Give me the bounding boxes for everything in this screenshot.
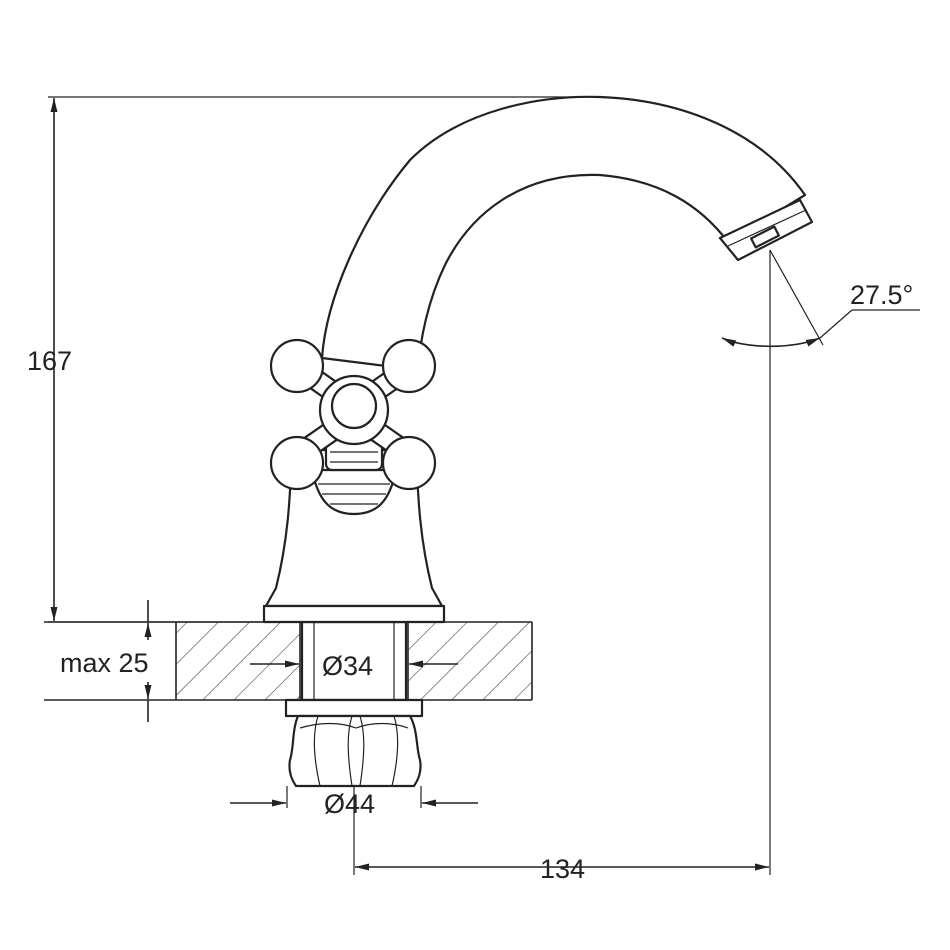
nut-diameter-dimension: Ø44 [230, 786, 478, 819]
mounting-nut [284, 698, 424, 788]
deck-thickness-label: max 25 [60, 648, 149, 678]
faucet-body [262, 95, 814, 624]
spout-angle-dimension: 27.5° [721, 249, 920, 348]
height-dimension: 167 [27, 96, 600, 623]
nut-diameter-label: Ø44 [324, 789, 375, 819]
mounting-shank [300, 620, 408, 702]
reach-label: 134 [540, 854, 585, 884]
deck-thickness-dimension: max 25 [60, 600, 152, 722]
spout-angle-label: 27.5° [850, 280, 913, 310]
reach-dimension: 134 [353, 250, 771, 884]
hole-diameter-dimension: Ø34 [250, 651, 458, 681]
hole-diameter-label: Ø34 [322, 651, 373, 681]
cross-handle [269, 338, 437, 516]
countertop-section [44, 621, 533, 701]
height-label: 167 [27, 346, 72, 376]
